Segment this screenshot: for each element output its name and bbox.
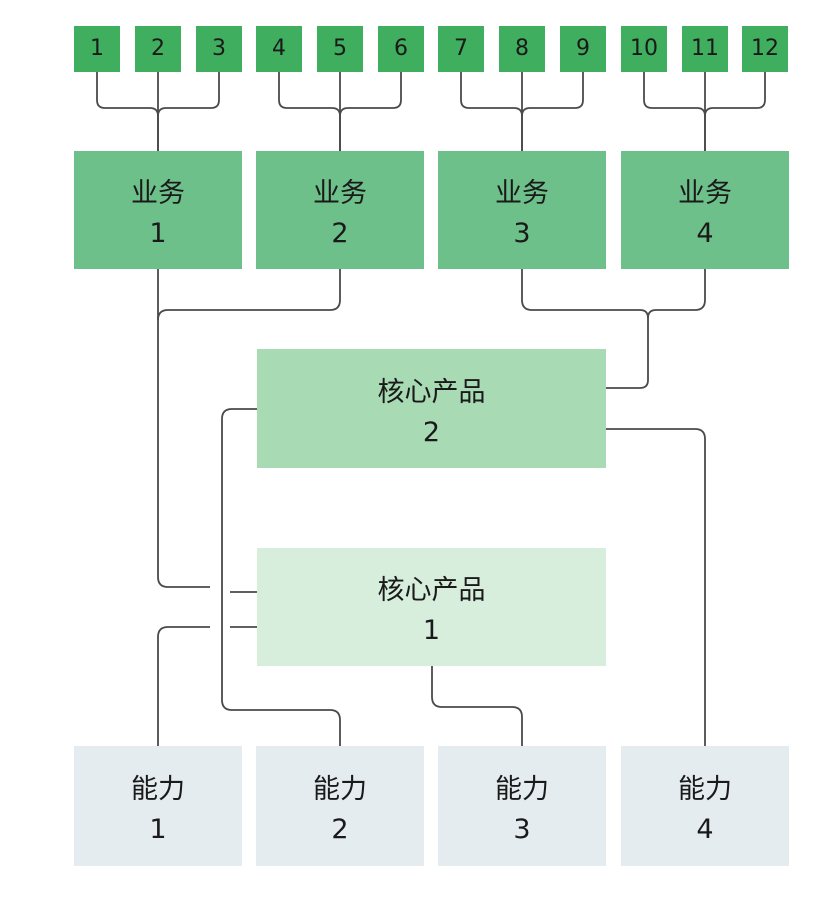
- business-label: 业务: [495, 178, 549, 209]
- business-label: 业务: [131, 178, 185, 209]
- number-label: 9: [576, 36, 590, 61]
- capability-number: 1: [149, 814, 167, 845]
- number-box-7: 7: [438, 26, 484, 72]
- business-number: 4: [696, 218, 714, 249]
- number-label: 7: [454, 36, 468, 61]
- capability-number: 4: [696, 814, 714, 845]
- number-label: 3: [212, 36, 226, 61]
- connector-b1-c1: [157, 269, 210, 588]
- core-product-box-1: 核心产品 1: [257, 548, 606, 666]
- business-number: 1: [149, 218, 167, 249]
- business-number: 2: [331, 218, 349, 249]
- connector-n4-b2: [278, 72, 341, 151]
- capability-box-1: 能力 1: [74, 746, 242, 866]
- capability-label: 能力: [131, 774, 185, 805]
- connector-n9-b3: [521, 72, 584, 117]
- number-label: 11: [691, 36, 719, 61]
- number-box-6: 6: [378, 26, 424, 72]
- connector-n6-b2: [339, 72, 402, 117]
- core-product-number: 1: [422, 615, 441, 646]
- number-box-12: 12: [742, 26, 788, 72]
- connector-n3-b1: [157, 72, 220, 117]
- number-box-5: 5: [317, 26, 363, 72]
- core-product-label: 核心产品: [377, 575, 486, 606]
- number-box-10: 10: [621, 26, 667, 72]
- business-box-4: 业务 4: [621, 151, 789, 269]
- capability-number: 2: [331, 814, 349, 845]
- capability-box-4: 能力 4: [621, 746, 789, 866]
- business-number: 3: [513, 218, 531, 249]
- connector-n1-b1: [96, 72, 159, 151]
- number-label: 5: [333, 36, 347, 61]
- capability-box-2: 能力 2: [256, 746, 424, 866]
- connector-c1-cap1: [157, 626, 210, 746]
- capability-box-3: 能力 3: [438, 746, 606, 866]
- capability-label: 能力: [678, 774, 732, 805]
- business-label: 业务: [678, 178, 732, 209]
- number-label: 2: [151, 36, 165, 61]
- business-box-1: 业务 1: [74, 151, 242, 269]
- number-box-1: 1: [74, 26, 120, 72]
- connector-b4-c2: [606, 269, 706, 389]
- number-label: 4: [272, 36, 286, 61]
- connector-n7-b3: [460, 72, 523, 151]
- number-box-3: 3: [196, 26, 242, 72]
- connector-n10-b4: [643, 72, 706, 151]
- number-label: 10: [630, 36, 658, 61]
- core-product-label: 核心产品: [377, 376, 486, 408]
- core-product-number: 2: [422, 416, 441, 448]
- capability-label: 能力: [495, 774, 549, 805]
- number-label: 6: [394, 36, 408, 61]
- number-box-11: 11: [682, 26, 728, 72]
- number-label: 12: [751, 36, 779, 61]
- connector-c2-cap2: [221, 408, 341, 746]
- capability-label: 能力: [313, 774, 367, 805]
- number-box-8: 8: [499, 26, 545, 72]
- number-label: 1: [90, 36, 104, 61]
- business-label: 业务: [313, 178, 367, 209]
- business-box-2: 业务 2: [256, 151, 424, 269]
- number-box-9: 9: [560, 26, 606, 72]
- connector-n12-b4: [704, 72, 766, 117]
- connector-c2-cap4: [606, 428, 706, 746]
- number-box-2: 2: [135, 26, 181, 72]
- number-label: 8: [515, 36, 529, 61]
- number-box-4: 4: [256, 26, 302, 72]
- connector-c1-cap3: [431, 666, 523, 746]
- business-box-3: 业务 3: [438, 151, 606, 269]
- connector-b3-c2: [521, 269, 649, 319]
- capability-number: 3: [513, 814, 531, 845]
- connector-b2-c1: [157, 269, 341, 321]
- core-product-box-2: 核心产品 2: [257, 349, 606, 468]
